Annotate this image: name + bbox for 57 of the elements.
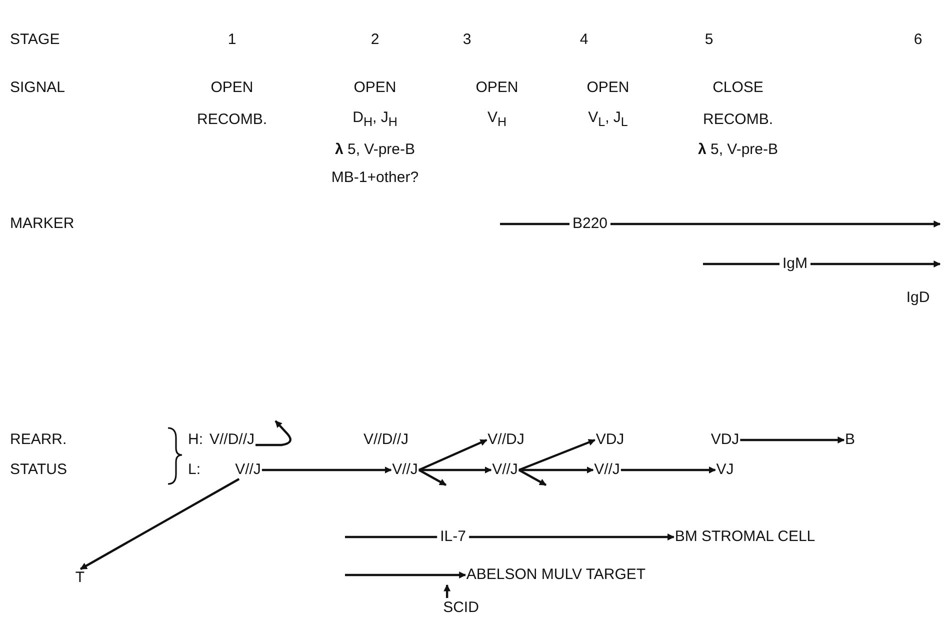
node-text: V//J	[392, 461, 418, 479]
node-text: V//J	[492, 461, 518, 479]
arrow	[80, 478, 240, 570]
label: IgD	[906, 289, 930, 307]
node-text: ABELSON MULV TARGET	[466, 566, 646, 584]
label: RECOMB.	[197, 111, 267, 129]
arrow	[418, 469, 447, 486]
arrow	[345, 572, 466, 578]
node-text: T	[75, 569, 85, 587]
arrow	[518, 469, 547, 486]
label: 6	[914, 31, 922, 49]
arrow	[518, 438, 596, 472]
label: V$_{H}$	[487, 109, 507, 131]
label: OPEN	[210, 79, 254, 97]
node-text: V//D//J	[210, 431, 254, 449]
label: RECOMB.	[703, 111, 773, 129]
arrow	[262, 466, 392, 474]
label: 5	[704, 31, 714, 49]
label: H:	[188, 431, 203, 449]
label: L:	[188, 461, 201, 479]
arrow	[518, 466, 594, 474]
arrow	[620, 466, 716, 474]
arrow	[740, 436, 845, 444]
node-text: BM STROMAL CELL	[674, 528, 816, 546]
node-text: V//J	[594, 461, 620, 479]
label: STAGE	[10, 31, 60, 49]
node-text: SCID	[443, 599, 479, 617]
label: OPEN	[586, 79, 630, 97]
label: REARR.	[10, 431, 67, 449]
label: OPEN	[354, 79, 396, 97]
label: STATUS	[10, 461, 67, 479]
arrow	[418, 466, 492, 474]
label: IgM	[780, 255, 810, 273]
label: CLOSE	[712, 79, 764, 97]
node-text: B	[845, 431, 855, 449]
label: D$_{H}$, J$_{H}$	[352, 109, 398, 131]
node-text: V//D//J	[364, 431, 408, 449]
node-text: VDJ	[710, 431, 740, 449]
label: λ 5, V-pre-B	[334, 141, 416, 159]
node-text: VJ	[716, 461, 734, 479]
label: MB-1+other?	[331, 169, 419, 187]
node-text: V//DJ	[488, 431, 524, 449]
arrow	[444, 584, 451, 598]
node-text: V//J	[235, 461, 261, 479]
label: MARKER	[10, 215, 74, 233]
arrow	[345, 534, 675, 540]
label: 2	[370, 31, 380, 49]
label: λ 5, V-pre-B	[698, 141, 778, 159]
node-text: VDJ	[596, 431, 624, 449]
label: OPEN	[476, 79, 518, 97]
label: 3	[462, 31, 472, 49]
label: 4	[580, 31, 588, 49]
label: SIGNAL	[10, 79, 66, 97]
label: V$_{L}$, J$_{L}$	[588, 109, 628, 131]
label: 1	[228, 31, 236, 49]
arrow	[418, 439, 488, 471]
arrow	[256, 420, 292, 446]
